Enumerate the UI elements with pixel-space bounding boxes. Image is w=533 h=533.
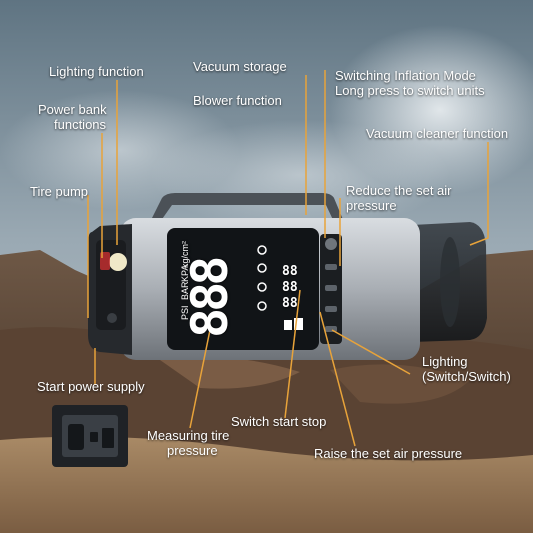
increase-button — [325, 306, 337, 312]
label-lighting-switch-line1: Lighting — [422, 354, 468, 369]
light-lens — [109, 253, 127, 271]
usb-c-port — [90, 432, 98, 442]
label-switch-start-stop: Switch start stop — [231, 414, 327, 429]
label-measuring-tire-pressure: Measuring tire pressure — [147, 428, 229, 458]
label-power-bank-line2: functions — [54, 117, 107, 132]
label-raise-pressure: Raise the set air pressure — [314, 446, 463, 461]
tube-ring — [440, 237, 460, 327]
mode-icon — [257, 245, 267, 255]
label-vacuum-cleaner-function: Vacuum cleaner function — [366, 126, 509, 141]
callout-measuring — [189, 329, 211, 429]
label-measuring-line1: Measuring tire — [147, 428, 230, 443]
label-tire-pump: Tire pump — [30, 184, 89, 199]
start-stop-button — [325, 285, 337, 291]
label-vacuum-storage: Vacuum storage — [193, 59, 287, 74]
label-switching-inflation-mode: Switching Inflation Mode Long press to s… — [335, 68, 485, 98]
label-lighting-switch: Lighting (Switch/Switch) — [422, 354, 511, 384]
usb-a-port — [102, 428, 114, 448]
battery-icon — [294, 318, 303, 330]
label-reduce-line2: pressure — [346, 198, 397, 213]
ball-icon — [257, 263, 267, 273]
ac-socket — [68, 424, 84, 450]
set-readout-low: 88 — [282, 296, 298, 311]
label-switching-line2: Long press to switch units — [335, 83, 485, 98]
label-switching-line1: Switching Inflation Mode — [335, 68, 476, 83]
label-measuring-line2: pressure — [167, 443, 218, 458]
label-blower-function: Blower function — [193, 93, 282, 108]
car-icon — [257, 301, 267, 311]
label-reduce-line1: Reduce the set air — [346, 183, 452, 198]
carry-handle — [150, 193, 344, 222]
label-lighting-switch-line2: (Switch/Switch) — [422, 369, 511, 384]
callout-lighting-switch — [331, 329, 411, 375]
rock — [160, 356, 300, 389]
lcd-display — [167, 228, 319, 350]
callout-vacuum-cleaner — [469, 142, 489, 246]
bike-icon — [257, 282, 267, 292]
mode-button — [325, 238, 337, 250]
set-readout-mid: 88 — [282, 280, 298, 295]
set-readout-top: 88 — [282, 264, 298, 279]
callout-raise — [319, 311, 356, 447]
rock — [330, 364, 470, 404]
main-readout: 888 — [181, 259, 239, 338]
label-start-power-supply: Start power supply — [37, 379, 145, 394]
tire-pump-port — [107, 313, 117, 323]
decrease-button — [325, 264, 337, 270]
label-power-bank-line1: Power bank — [38, 102, 107, 117]
label-reduce-pressure: Reduce the set air pressure — [346, 183, 452, 213]
label-lighting-function: Lighting function — [49, 64, 144, 79]
label-power-bank-functions: Power bank functions — [38, 102, 107, 132]
battery-icon — [284, 320, 292, 330]
callout-start-stop — [284, 289, 301, 419]
callout-lines — [87, 70, 489, 447]
sand-ground — [0, 436, 533, 533]
